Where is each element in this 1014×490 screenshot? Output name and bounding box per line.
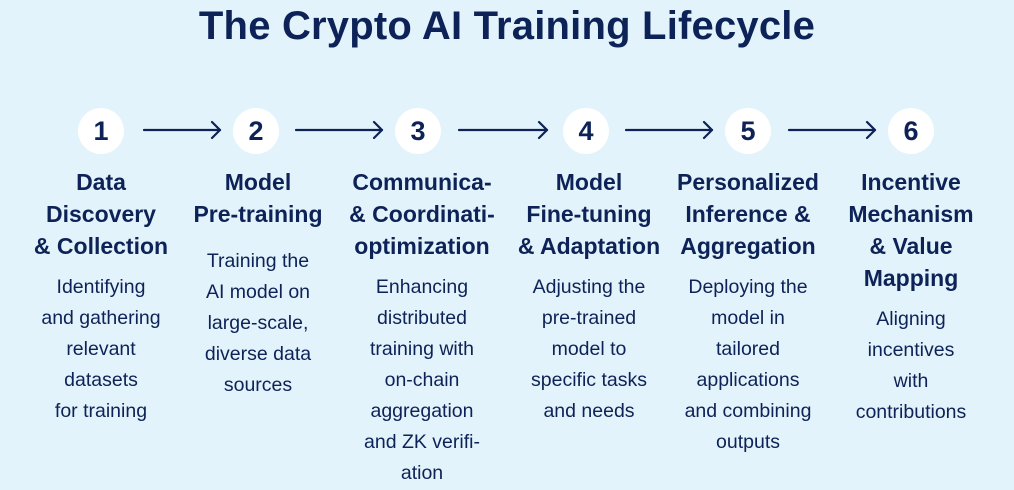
step-5-number-badge: 5 xyxy=(725,108,771,154)
step-1-description: Identifying and gathering relevant datas… xyxy=(41,276,161,422)
step-4-number-badge: 4 xyxy=(563,108,609,154)
step-4-heading: Model Fine-tuning & Adaptation xyxy=(517,169,661,259)
step-1-heading: Data Discovery & Collection xyxy=(33,169,169,259)
step-3-description: Enhancing distributed training with on-c… xyxy=(364,276,480,484)
step-2-description: Training the AI model on large-scale, di… xyxy=(204,250,312,396)
arrow-right-icon xyxy=(142,120,222,140)
step-6-number-badge: 6 xyxy=(888,108,934,154)
step-6-description: Aligning incentives with contributions xyxy=(855,308,967,423)
step-2-number-badge: 2 xyxy=(233,108,279,154)
step-5: Personalized Inference & Aggregation Dep… xyxy=(660,166,836,458)
step-5-heading: Personalized Inference & Aggregation xyxy=(677,169,819,259)
step-1: Data Discovery & Collection Identifying … xyxy=(13,166,189,427)
step-3-number-badge: 3 xyxy=(395,108,441,154)
diagram-title: The Crypto AI Training Lifecycle xyxy=(198,4,816,48)
arrow-right-icon xyxy=(294,120,384,140)
step-2-heading: Model Pre-training xyxy=(193,169,323,227)
arrow-right-icon xyxy=(787,120,877,140)
step-4: Model Fine-tuning & Adaptation Adjusting… xyxy=(501,166,677,427)
step-6-heading: Incentive Mechanism & Value Mapping xyxy=(848,169,974,291)
step-5-description: Deploying the model in tailored applicat… xyxy=(684,276,812,453)
step-1-number-badge: 1 xyxy=(78,108,124,154)
step-6: Incentive Mechanism & Value Mapping Alig… xyxy=(823,166,999,428)
arrow-right-icon xyxy=(624,120,714,140)
arrow-right-icon xyxy=(457,120,549,140)
step-2: Model Pre-training Training the AI model… xyxy=(170,166,346,401)
step-4-description: Adjusting the pre-trained model to speci… xyxy=(531,276,647,422)
step-3-heading: Communica- & Coordinati- optimization xyxy=(349,169,495,259)
step-3: Communica- & Coordinati- optimization En… xyxy=(334,166,510,489)
